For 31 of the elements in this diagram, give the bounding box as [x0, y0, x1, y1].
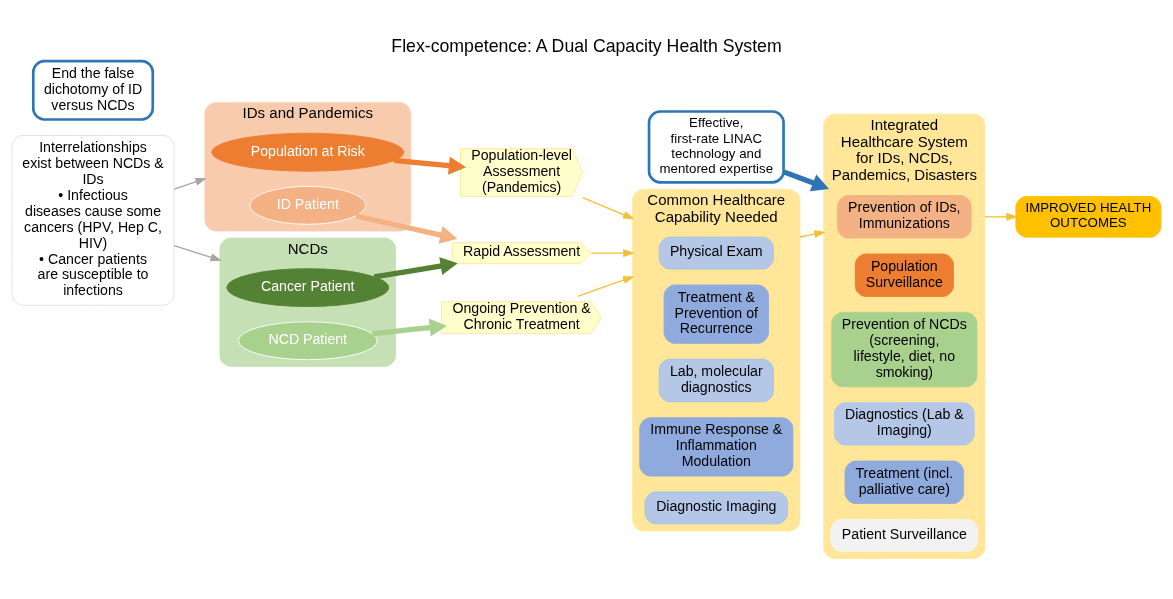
- node-box: Prevention of NCDs (screening, lifestyle, diet, no smoking): [831, 311, 978, 387]
- node-box: Population Surveillance: [854, 253, 954, 297]
- node-ellipse: Population at Risk: [211, 132, 405, 172]
- arrow: [590, 248, 635, 257]
- arrow: [173, 244, 222, 261]
- arrow: [799, 229, 826, 238]
- arrow: [372, 318, 447, 337]
- node-box: Treatment & Prevention of Recurrence: [663, 284, 769, 344]
- node-box: Diagnostic Imaging: [644, 491, 788, 524]
- node-box: Effective, first-rate LINAC technology and mentored expertise: [647, 109, 785, 184]
- arrow: [577, 275, 635, 297]
- arrow: [984, 212, 1018, 221]
- node-ellipse: NCD Patient: [237, 320, 378, 360]
- node-box: Diagnostics (Lab & Imaging): [834, 401, 975, 446]
- node-box: Treatment (incl. palliative care): [844, 460, 965, 504]
- arrow: [355, 212, 458, 244]
- node-box: Lab, molecular diagnostics: [658, 358, 774, 402]
- arrow: [582, 196, 635, 219]
- arrow: [782, 168, 830, 191]
- arrow: [393, 156, 466, 175]
- node-ellipse: ID Patient: [249, 185, 367, 225]
- node-box: Immune Response & Inflammation Modulation: [639, 416, 794, 477]
- node-box: IMPROVED HEALTH OUTCOMES: [1015, 195, 1162, 238]
- node-box: Patient Surveillance: [830, 518, 979, 552]
- node-box: Prevention of IDs, Immunizations: [837, 194, 972, 238]
- arrow: [173, 177, 207, 190]
- node-box: End the false dichotomy of ID versus NCDs: [31, 59, 155, 121]
- diagram-title: Flex-competence: A Dual Capacity Health System: [391, 35, 782, 56]
- node-ellipse: Cancer Patient: [226, 267, 390, 307]
- node-box: Physical Exam: [658, 236, 774, 269]
- node-box: Interrelationships exist between NCDs & IDs • Infectious diseases cause some cancers (HPV, Hep C, HIV) • Cancer patients are susceptible to infections: [11, 134, 175, 306]
